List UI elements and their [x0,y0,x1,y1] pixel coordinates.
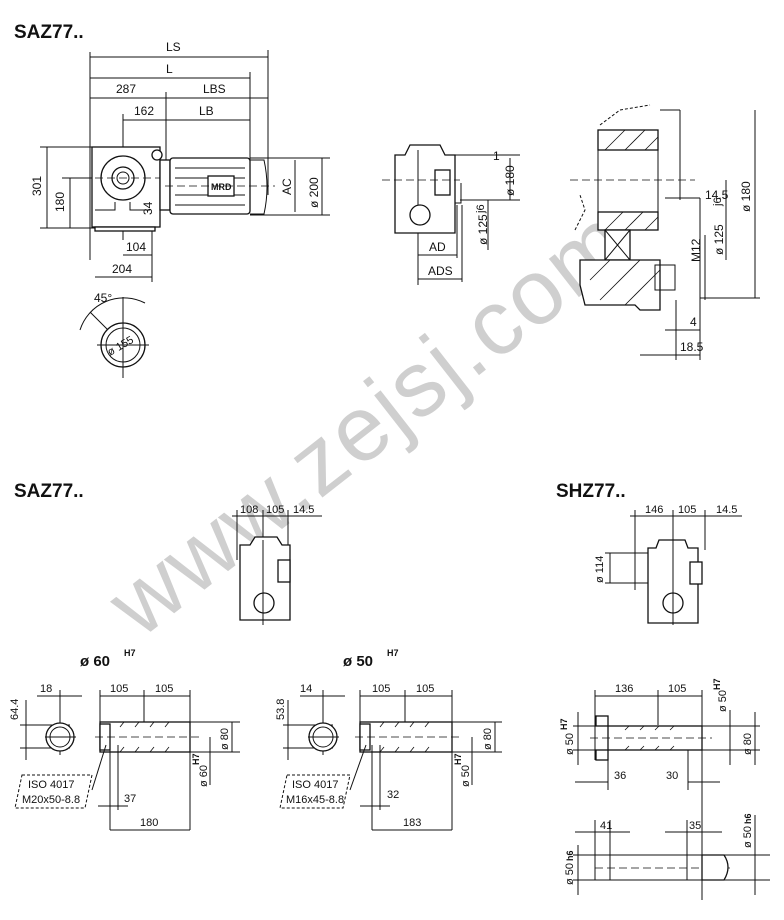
section-title-shz77: SHZ77.. [556,481,626,502]
shaft50-dim-53-8: 53.8 [275,699,287,720]
dim-34: 34 [141,201,155,215]
shaft60-drawing [14,690,240,831]
shz-shaft-dim-tol-h6-left: h6 [565,850,575,861]
dim-204: 204 [112,262,132,276]
shaft50-dim-14: 14 [300,683,312,695]
shz-shaft-dim-tol-top: H7 [712,678,722,690]
side-dim-dia125: ø 125 [476,214,490,245]
shaft50-dim-32: 32 [387,789,399,801]
shaft50-dim-dia80: ø 80 [482,728,494,750]
side-view-housing [382,144,520,285]
shz-dim-dia114: ø 114 [594,556,606,583]
detail-dim-dia180: ø 180 [739,181,753,212]
shz-shaft-dim-35: 35 [689,820,701,832]
dim-dia200: ø 200 [307,177,321,208]
shaft60-dim-37: 37 [124,793,136,805]
saz-housing [232,510,322,625]
shz-shaft-dim-41: 41 [600,820,612,832]
shz-shaft-dim-30: 30 [666,770,678,782]
detail-dim-dia125: ø 125 [712,224,726,255]
shz-shaft-dim-dia50-h6-right: ø 50 [742,826,754,848]
shz-shaft-dim-105: 105 [668,683,686,695]
flange-view [79,297,149,378]
side-dim-tol-j6: j6 [475,204,487,214]
shz-shaft-dim-tol-left: H7 [559,718,569,730]
dim-angle-45: 45° [94,291,112,305]
side-dim-ad: AD [429,240,446,254]
shz-shaft-dim-36: 36 [614,770,626,782]
detail-dim-m12: M12 [689,238,703,262]
shaft60-iso-line2: M20x50-8.8 [22,794,80,806]
shz-solid-shaft-drawing [573,815,770,895]
detail-dim-4: 4 [690,315,697,329]
saz-dim-108: 108 [240,504,258,516]
dim-ac: AC [280,178,294,195]
shaft60-iso-line1: ISO 4017 [28,779,74,791]
shaft50-title: ø 50 [343,653,373,670]
shaft50-dim-dia50: ø 50 [460,765,472,787]
shaft50-drawing [279,690,502,831]
shz-hollow-shaft-drawing [573,690,760,900]
shz-housing [605,510,742,625]
shz-dim-146: 146 [645,504,663,516]
shaft60-dim-dia60: ø 60 [198,765,210,787]
motor-badge: MRD [211,182,232,192]
side-dim-1: 1 [493,149,500,163]
motor [159,157,275,215]
section-title-saz77: SAZ77.. [14,481,84,502]
gear-housing [91,146,165,232]
watermark: www.zejsj.com [89,188,648,656]
dim-lbs: LBS [203,82,226,96]
shaft60-dim-105b: 105 [155,683,173,695]
dim-162: 162 [134,104,154,118]
dim-287: 287 [116,82,136,96]
shaft50-title-tol: H7 [387,648,399,658]
shaft50-dim-105a: 105 [372,683,390,695]
shaft50-dim-105b: 105 [416,683,434,695]
dim-104: 104 [126,240,146,254]
shaft50-dim-tol: H7 [453,753,463,765]
shz-dim-105: 105 [678,504,696,516]
detail-dim-tol-j6: j6 [712,197,724,207]
shz-shaft-dim-tol-h6-right: h6 [743,813,753,824]
detail-section-view [570,104,760,360]
shaft60-dim-dia80: ø 80 [219,728,231,750]
saz-dim-14-5: 14.5 [293,504,314,516]
shaft60-dim-180: 180 [140,817,158,829]
shaft60-title-tol: H7 [124,648,136,658]
section-title-saz77-top: SAZ77.. [14,22,84,43]
shaft50-iso-line2: M16x45-8.8 [286,794,344,806]
shaft60-dim-105a: 105 [110,683,128,695]
dim-l: L [166,62,173,76]
shaft60-dim-64-4: 64.4 [9,699,21,720]
shz-shaft-dim-dia80: ø 80 [742,733,754,755]
shz-shaft-dim-dia50-top: ø 50 [717,690,729,712]
detail-dim-14-5: 14.5 [705,188,729,202]
shaft60-title: ø 60 [80,653,110,670]
shaft50-dim-183: 183 [403,817,421,829]
shz-shaft-dim-dia50-h6-left: ø 50 [564,863,576,885]
dim-ls: LS [166,40,181,54]
shz-dim-14-5: 14.5 [716,504,737,516]
dim-301: 301 [30,176,44,196]
detail-dim-18-5: 18.5 [680,340,704,354]
dim-lb: LB [199,104,214,118]
shaft60-dim-tol: H7 [191,753,201,765]
shaft50-iso-line1: ISO 4017 [292,779,338,791]
shaft60-dim-18: 18 [40,683,52,695]
dim-180: 180 [53,192,67,212]
shz-shaft-dim-dia50-left: ø 50 [564,733,576,755]
side-dim-dia180: ø 180 [503,165,517,196]
shz-shaft-dim-136: 136 [615,683,633,695]
side-dim-ads: ADS [428,264,453,278]
saz-dim-105: 105 [266,504,284,516]
